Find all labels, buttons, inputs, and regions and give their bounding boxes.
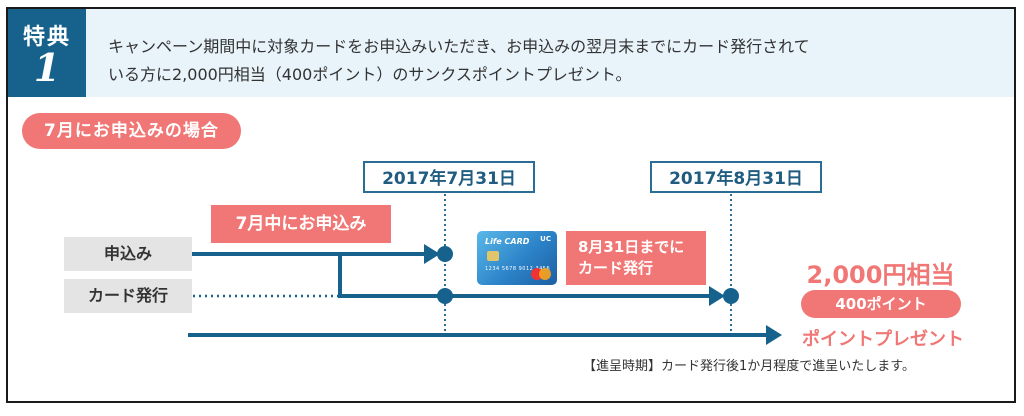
description-line-2: いる方に2,000円相当（400ポイント）のサンクスポイントプレゼント。 <box>108 65 632 84</box>
issue-dot-1 <box>437 288 453 304</box>
issue-deadline-line-1: 8月31日までに <box>578 238 685 256</box>
row-label-issue: カード発行 <box>64 279 192 313</box>
reward-arrow-head <box>766 325 782 345</box>
case-label: 7月にお申込みの場合 <box>22 113 241 149</box>
row-label-apply: 申込み <box>64 237 192 271</box>
issue-arrow-head <box>709 286 725 306</box>
date-box-august: 2017年8月31日 <box>650 161 822 193</box>
issue-dot-2 <box>723 288 739 304</box>
apply-dot <box>437 246 453 262</box>
grant-timing-note: 【進呈時期】カード発行後1か月程度で進呈いたします。 <box>583 359 915 374</box>
description-line-1: キャンペーン期間中に対象カードをお申込みいただき、お申込みの翌月末までにカード発… <box>108 37 810 56</box>
benefit-description: キャンペーン期間中に対象カードをお申込みいただき、お申込みの翌月末までにカード発… <box>108 33 988 89</box>
issue-deadline-label: 8月31日までに カード発行 <box>566 231 706 285</box>
reward-amount: 2,000円相当 <box>806 261 955 289</box>
date-box-july: 2017年7月31日 <box>363 161 535 193</box>
card-chip-icon <box>487 251 499 261</box>
card-brand-text: UC <box>540 235 551 243</box>
card-number-text: 1234 5678 9012 3456 <box>485 266 551 272</box>
benefit-header: 特典 1 キャンペーン期間中に対象カードをお申込みいただき、お申込みの翌月末まで… <box>8 9 1014 97</box>
points-badge: 400ポイント <box>801 290 961 318</box>
campaign-benefit-panel: 特典 1 キャンペーン期間中に対象カードをお申込みいただき、お申込みの翌月末まで… <box>6 7 1016 403</box>
timeline-diagram <box>188 189 782 345</box>
card-logo-text: Life CARD <box>485 237 530 246</box>
apply-arrow-head <box>424 244 440 264</box>
point-present-label: ポイントプレゼント <box>802 329 964 350</box>
issue-deadline-line-2: カード発行 <box>578 259 654 277</box>
badge-label: 特典 <box>22 25 71 50</box>
badge-number: 1 <box>33 45 61 90</box>
benefit-badge: 特典 1 <box>8 9 86 97</box>
credit-card-image: Life CARD UC 1234 5678 9012 3456 <box>477 231 557 285</box>
apply-period-label: 7月中にお申込み <box>211 205 391 243</box>
mastercard-logo-icon <box>531 268 551 280</box>
